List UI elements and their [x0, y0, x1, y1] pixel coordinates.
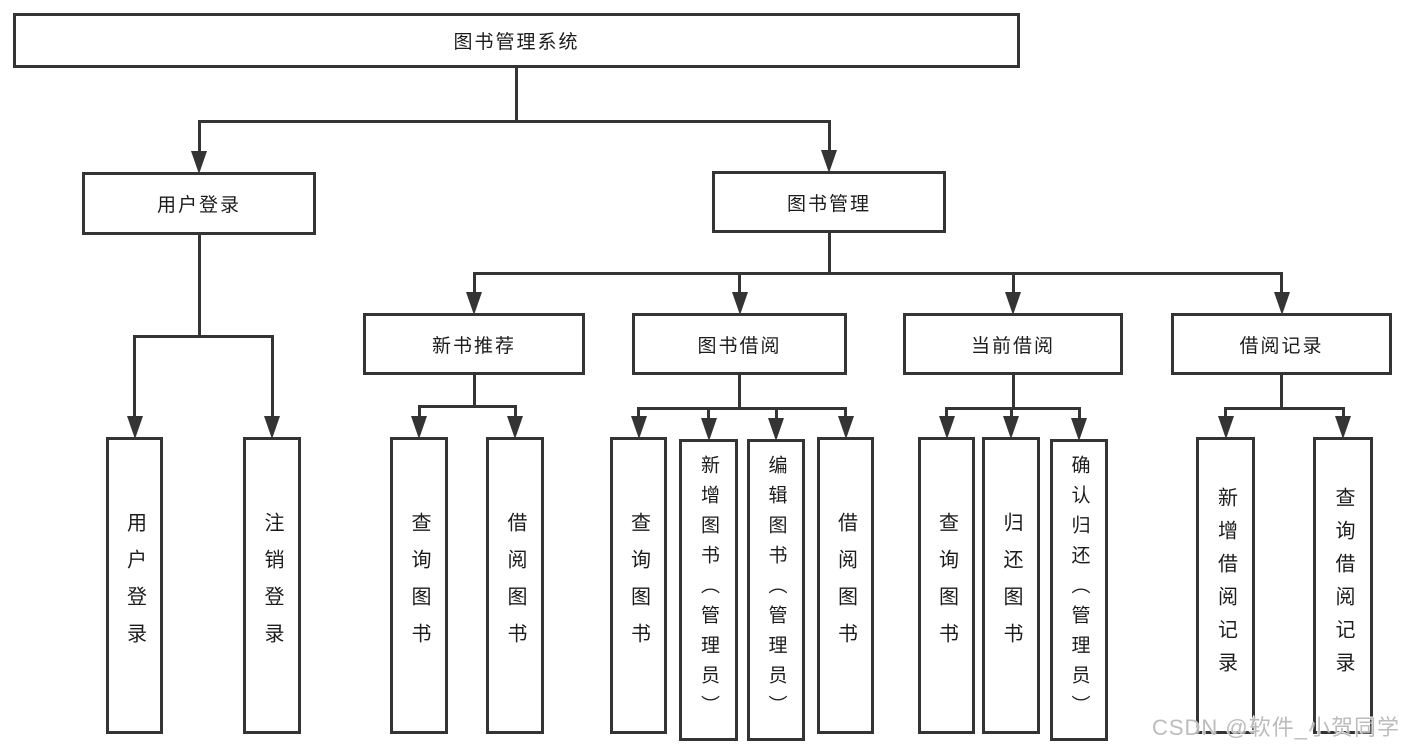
watermark: CSDN @软件_小贺同学: [1151, 715, 1400, 740]
node-label-bb-query-book: 查询图书: [627, 511, 650, 660]
arrow-down-icon: [1335, 416, 1351, 439]
connector-drop: [844, 407, 847, 418]
arrow-down-icon: [126, 416, 143, 439]
connector-stem: [1280, 373, 1283, 410]
arrow-down-icon: [1217, 416, 1234, 439]
node-label-leaf-logout: 注销登录: [261, 511, 283, 660]
connector-drop: [197, 120, 201, 153]
arrow-down-icon: [1071, 418, 1087, 441]
node-new-book-rec: 新书推荐: [363, 313, 585, 375]
connector-drop: [637, 407, 640, 418]
connector-drop: [945, 407, 948, 418]
node-br-query-record: 查询借阅记录: [1313, 437, 1373, 734]
node-label-cb-confirm-return: 确认归还（管理员）: [1068, 455, 1090, 725]
connector-drop: [417, 405, 421, 418]
connector-stem: [472, 373, 476, 408]
node-cb-query-book: 查询图书: [918, 437, 975, 734]
node-root: 图书管理系统: [13, 13, 1020, 68]
connector-drop: [472, 272, 476, 294]
connector-bar: [637, 407, 847, 410]
node-br-add-record: 新增借阅记录: [1196, 437, 1255, 734]
arrow-down-icon: [731, 292, 748, 315]
connector-drop: [1009, 407, 1013, 418]
node-label-bb-borrow-book: 借阅图书: [834, 511, 857, 660]
node-current-borrow: 当前借阅: [903, 313, 1123, 375]
arrow-down-icon: [411, 416, 427, 439]
connector-drop: [1077, 407, 1081, 420]
connector-drop: [270, 335, 274, 418]
connector-bar: [417, 405, 517, 408]
connector-bar: [197, 120, 831, 123]
node-label-user-login: 用户登录: [156, 195, 241, 216]
connector-drop: [1341, 407, 1345, 418]
arrow-down-icon: [938, 416, 955, 439]
node-bb-query-book: 查询图书: [610, 437, 667, 734]
connector-bar: [133, 335, 274, 338]
connector-drop: [513, 405, 517, 418]
connector-drop: [1011, 272, 1015, 294]
node-book-mgmt: 图书管理: [712, 171, 946, 233]
arrow-down-icon: [1273, 292, 1290, 315]
connector-drop: [1224, 407, 1227, 418]
node-label-leaf-user-login: 用户登录: [123, 511, 146, 660]
node-label-root: 图书管理系统: [453, 32, 580, 53]
node-rec-query-book: 查询图书: [390, 437, 448, 734]
arrow-down-icon: [1003, 416, 1019, 439]
connector-drop: [1280, 272, 1283, 294]
node-label-br-add-record: 新增借阅记录: [1214, 486, 1237, 685]
arrow-down-icon: [700, 418, 717, 441]
arrow-down-icon: [264, 416, 280, 439]
connector-drop: [827, 120, 831, 152]
node-leaf-logout: 注销登录: [243, 437, 301, 734]
connector-bar: [472, 272, 1283, 275]
connector-drop: [133, 335, 136, 418]
connector-stem: [1011, 373, 1015, 410]
node-leaf-user-login: 用户登录: [106, 437, 163, 734]
connector-drop: [774, 407, 778, 420]
node-label-rec-query-book: 查询图书: [408, 511, 430, 660]
node-rec-borrow-book: 借阅图书: [486, 437, 544, 734]
node-label-borrow-record: 借阅记录: [1239, 335, 1324, 357]
arrow-down-icon: [191, 151, 207, 174]
node-cb-return-book: 归还图书: [982, 437, 1040, 734]
node-bb-edit-book: 编辑图书（管理员）: [747, 439, 805, 741]
node-label-book-mgmt: 图书管理: [786, 193, 871, 215]
node-label-cb-query-book: 查询图书: [935, 511, 958, 660]
connector-bar: [945, 407, 1081, 410]
arrow-down-icon: [821, 150, 837, 173]
arrow-down-icon: [1005, 292, 1021, 315]
node-label-book-borrow: 图书借阅: [697, 335, 782, 357]
node-borrow-record: 借阅记录: [1171, 313, 1392, 375]
node-label-cb-return-book: 归还图书: [1000, 511, 1022, 660]
arrow-down-icon: [630, 416, 647, 439]
node-label-current-borrow: 当前借阅: [970, 335, 1055, 357]
connector-drop: [707, 407, 710, 420]
node-bb-borrow-book: 借阅图书: [817, 437, 874, 734]
connector-stem: [827, 231, 831, 275]
node-user-login: 用户登录: [82, 172, 316, 235]
connector-stem: [515, 66, 518, 123]
node-label-bb-edit-book: 编辑图书（管理员）: [765, 455, 787, 725]
arrow-down-icon: [837, 416, 854, 439]
node-bb-add-book: 新增图书（管理员）: [679, 439, 738, 741]
arrow-down-icon: [768, 418, 784, 441]
connector-stem: [738, 373, 741, 410]
node-label-br-query-record: 查询借阅记录: [1332, 486, 1354, 685]
connector-bar: [1224, 407, 1345, 410]
connector-drop: [738, 272, 741, 294]
arrow-down-icon: [466, 292, 482, 315]
connector-stem: [197, 233, 201, 338]
node-label-new-book-rec: 新书推荐: [431, 335, 516, 357]
node-book-borrow: 图书借阅: [632, 313, 847, 375]
node-label-rec-borrow-book: 借阅图书: [504, 511, 526, 660]
arrow-down-icon: [507, 416, 523, 439]
node-cb-confirm-return: 确认归还（管理员）: [1050, 439, 1108, 741]
node-label-bb-add-book: 新增图书（管理员）: [698, 455, 719, 725]
